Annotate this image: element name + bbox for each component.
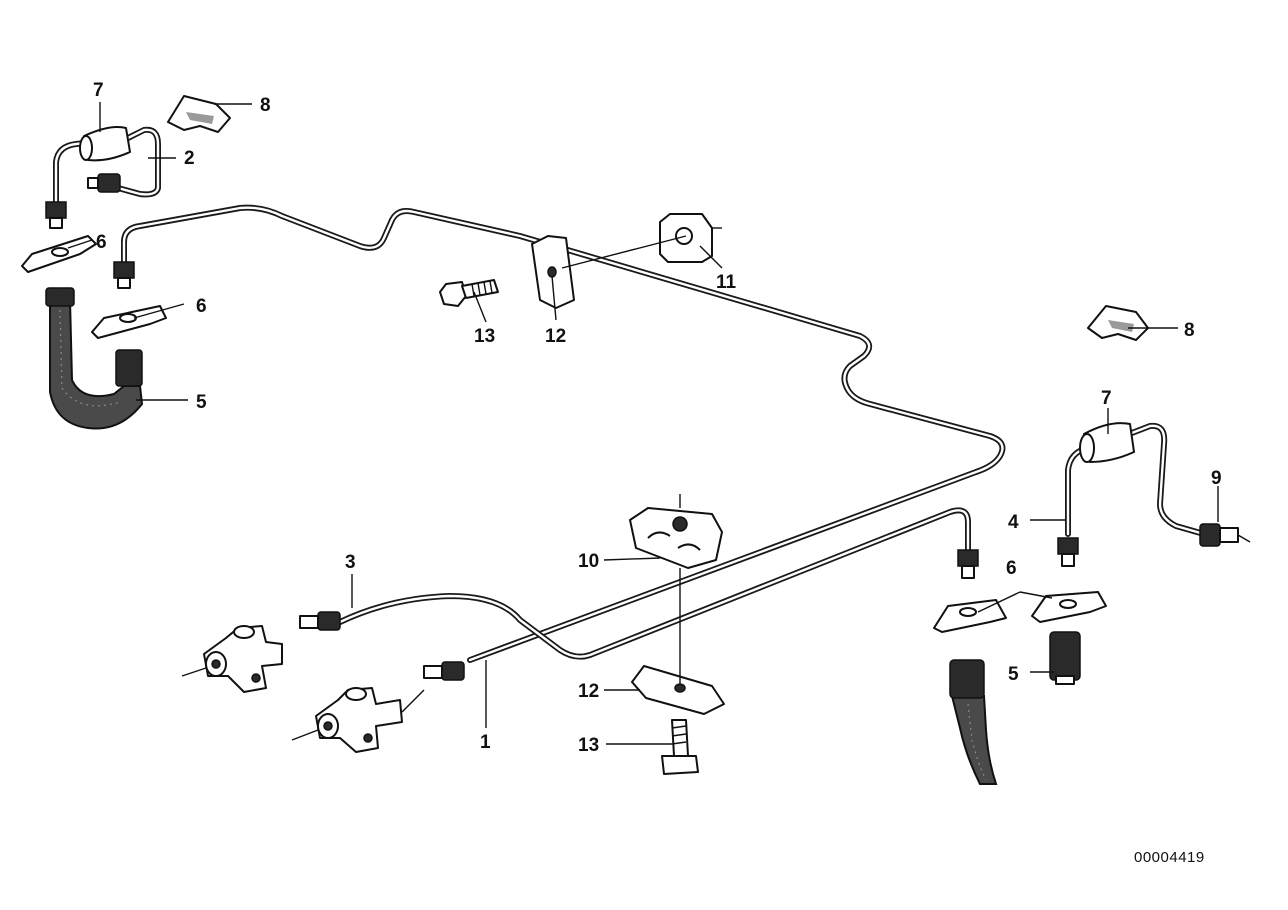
callout-6-lower: 6: [196, 296, 207, 317]
callout-12-bottom: 12: [578, 681, 599, 702]
brake-pipe-2: [53, 126, 161, 205]
pipe-holder-10: [629, 494, 723, 569]
callout-11: 11: [716, 272, 737, 293]
clip-8-right: [1087, 305, 1149, 341]
bracket-6-right-b: [1031, 591, 1107, 623]
brake-hose-left: [45, 287, 144, 430]
pipe-holder-11: [659, 213, 722, 263]
callout-7-left: 7: [93, 80, 104, 101]
pipe-nut-9: [1199, 523, 1251, 547]
callout-3: 3: [345, 552, 356, 573]
pipe-nut-left-upper: [45, 201, 67, 229]
callout-6-upper: 6: [96, 232, 107, 253]
callout-7-right: 7: [1101, 388, 1112, 409]
callout-10: 10: [578, 551, 599, 572]
pipe-nut-1: [423, 661, 465, 681]
bolt-13-bottom: [661, 719, 699, 775]
bracket-6-right-a: [933, 599, 1007, 633]
t-piece-lower: [291, 687, 425, 753]
bolt-13-top: [439, 279, 499, 307]
callout-13-bottom: 13: [578, 735, 599, 756]
callout-8-top: 8: [260, 95, 271, 116]
callout-8-right: 8: [1184, 320, 1195, 341]
pipe-nut-2: [87, 173, 121, 193]
pipe-nut-left-lower: [113, 261, 135, 289]
t-piece-upper: [181, 625, 283, 693]
diagram-code: 00004419: [1134, 849, 1205, 866]
callout-12-top: 12: [545, 326, 566, 347]
clamp-plate-12-top: [531, 235, 575, 309]
callout-4: 4: [1008, 512, 1019, 533]
pipe-sleeve-right: [1079, 422, 1135, 463]
pipe-nut-right-b: [1057, 537, 1079, 567]
bracket-6-lower: [91, 305, 167, 339]
clamp-plate-12-bottom: [631, 665, 725, 715]
clip-8-top: [167, 95, 231, 133]
brake-pipe-3: [337, 507, 971, 660]
brake-pipe-main: [121, 204, 1006, 663]
callout-13-top: 13: [474, 326, 495, 347]
pipe-nut-3: [299, 611, 341, 631]
bracket-6-upper: [21, 235, 97, 273]
callout-6-right: 6: [1006, 558, 1017, 579]
brake-hose-right-b: [1049, 631, 1081, 685]
callout-2: 2: [184, 148, 195, 169]
callout-9: 9: [1211, 468, 1222, 489]
pipe-nut-right-a: [957, 549, 979, 579]
leader-lines: [67, 102, 1219, 745]
pipe-sleeve-left: [79, 126, 131, 162]
callout-5-left: 5: [196, 392, 207, 413]
brake-hose-right-a: [949, 659, 998, 785]
callout-1: 1: [480, 732, 491, 753]
callout-5-right: 5: [1008, 664, 1019, 685]
callout-labels: 7 8 2 6 6 5 13 12 11 8 7 9 4 6 5 3 10 12…: [93, 80, 1222, 756]
